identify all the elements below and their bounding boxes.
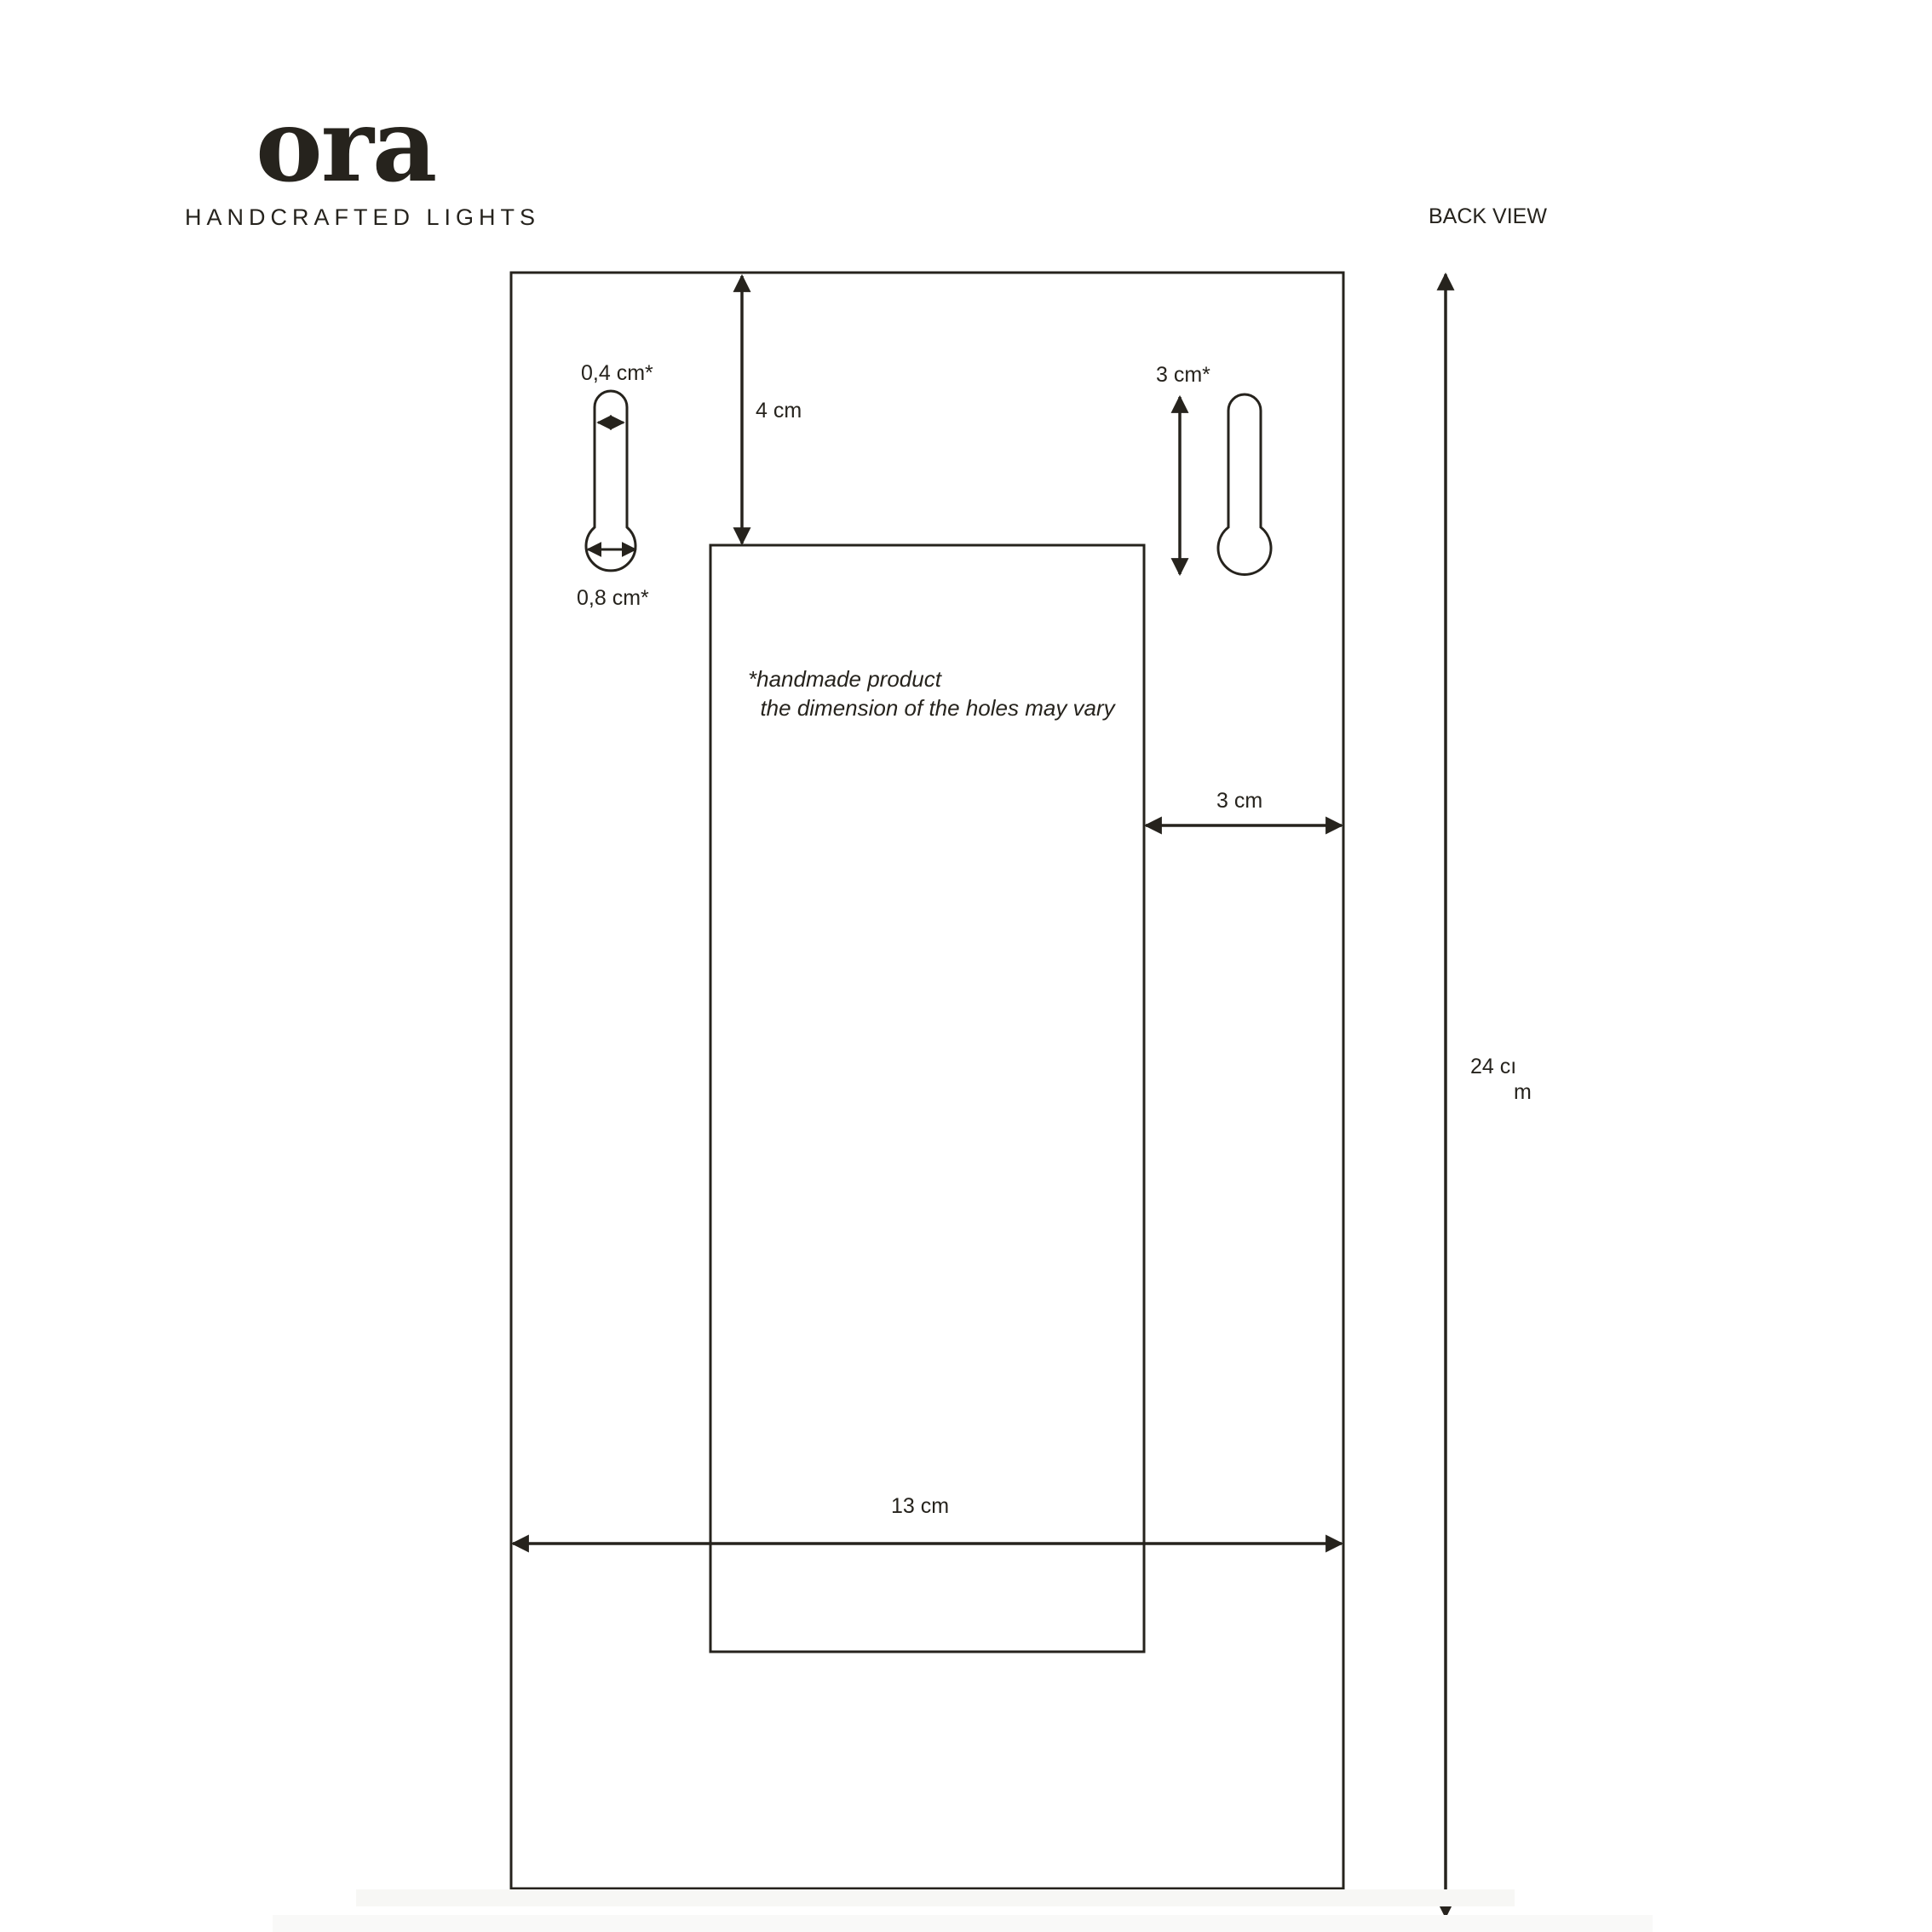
slot-width-label: 0,4 cm* xyxy=(581,361,653,385)
slot-head-diameter-label: 0,8 cm* xyxy=(577,586,649,610)
handmade-note-line2: the dimension of the holes may vary xyxy=(748,695,1115,721)
bottom-shadow-band xyxy=(356,1889,1515,1906)
brand-tagline: HANDCRAFTED LIGHTS xyxy=(185,204,541,230)
right-keyhole-slot xyxy=(1216,393,1273,576)
total-height-label-part2: m xyxy=(1514,1080,1532,1104)
left-keyhole-slot xyxy=(584,389,637,572)
top-offset-label: 4 cm xyxy=(756,399,802,423)
view-label: BACK VIEW xyxy=(1429,204,1547,228)
outer-plate-outline xyxy=(509,271,1345,1890)
inner-panel-outline xyxy=(709,543,1146,1653)
handmade-note-line1: *handmade product xyxy=(748,666,941,692)
bottom-edge-band xyxy=(273,1915,1653,1932)
total-height-label-part1: 24 cı xyxy=(1470,1055,1517,1078)
total-width-label: 13 cm xyxy=(891,1494,950,1518)
brand-logo: ora xyxy=(256,86,437,204)
slot-length-label: 3 cm* xyxy=(1156,363,1210,387)
side-margin-label: 3 cm xyxy=(1216,789,1263,813)
